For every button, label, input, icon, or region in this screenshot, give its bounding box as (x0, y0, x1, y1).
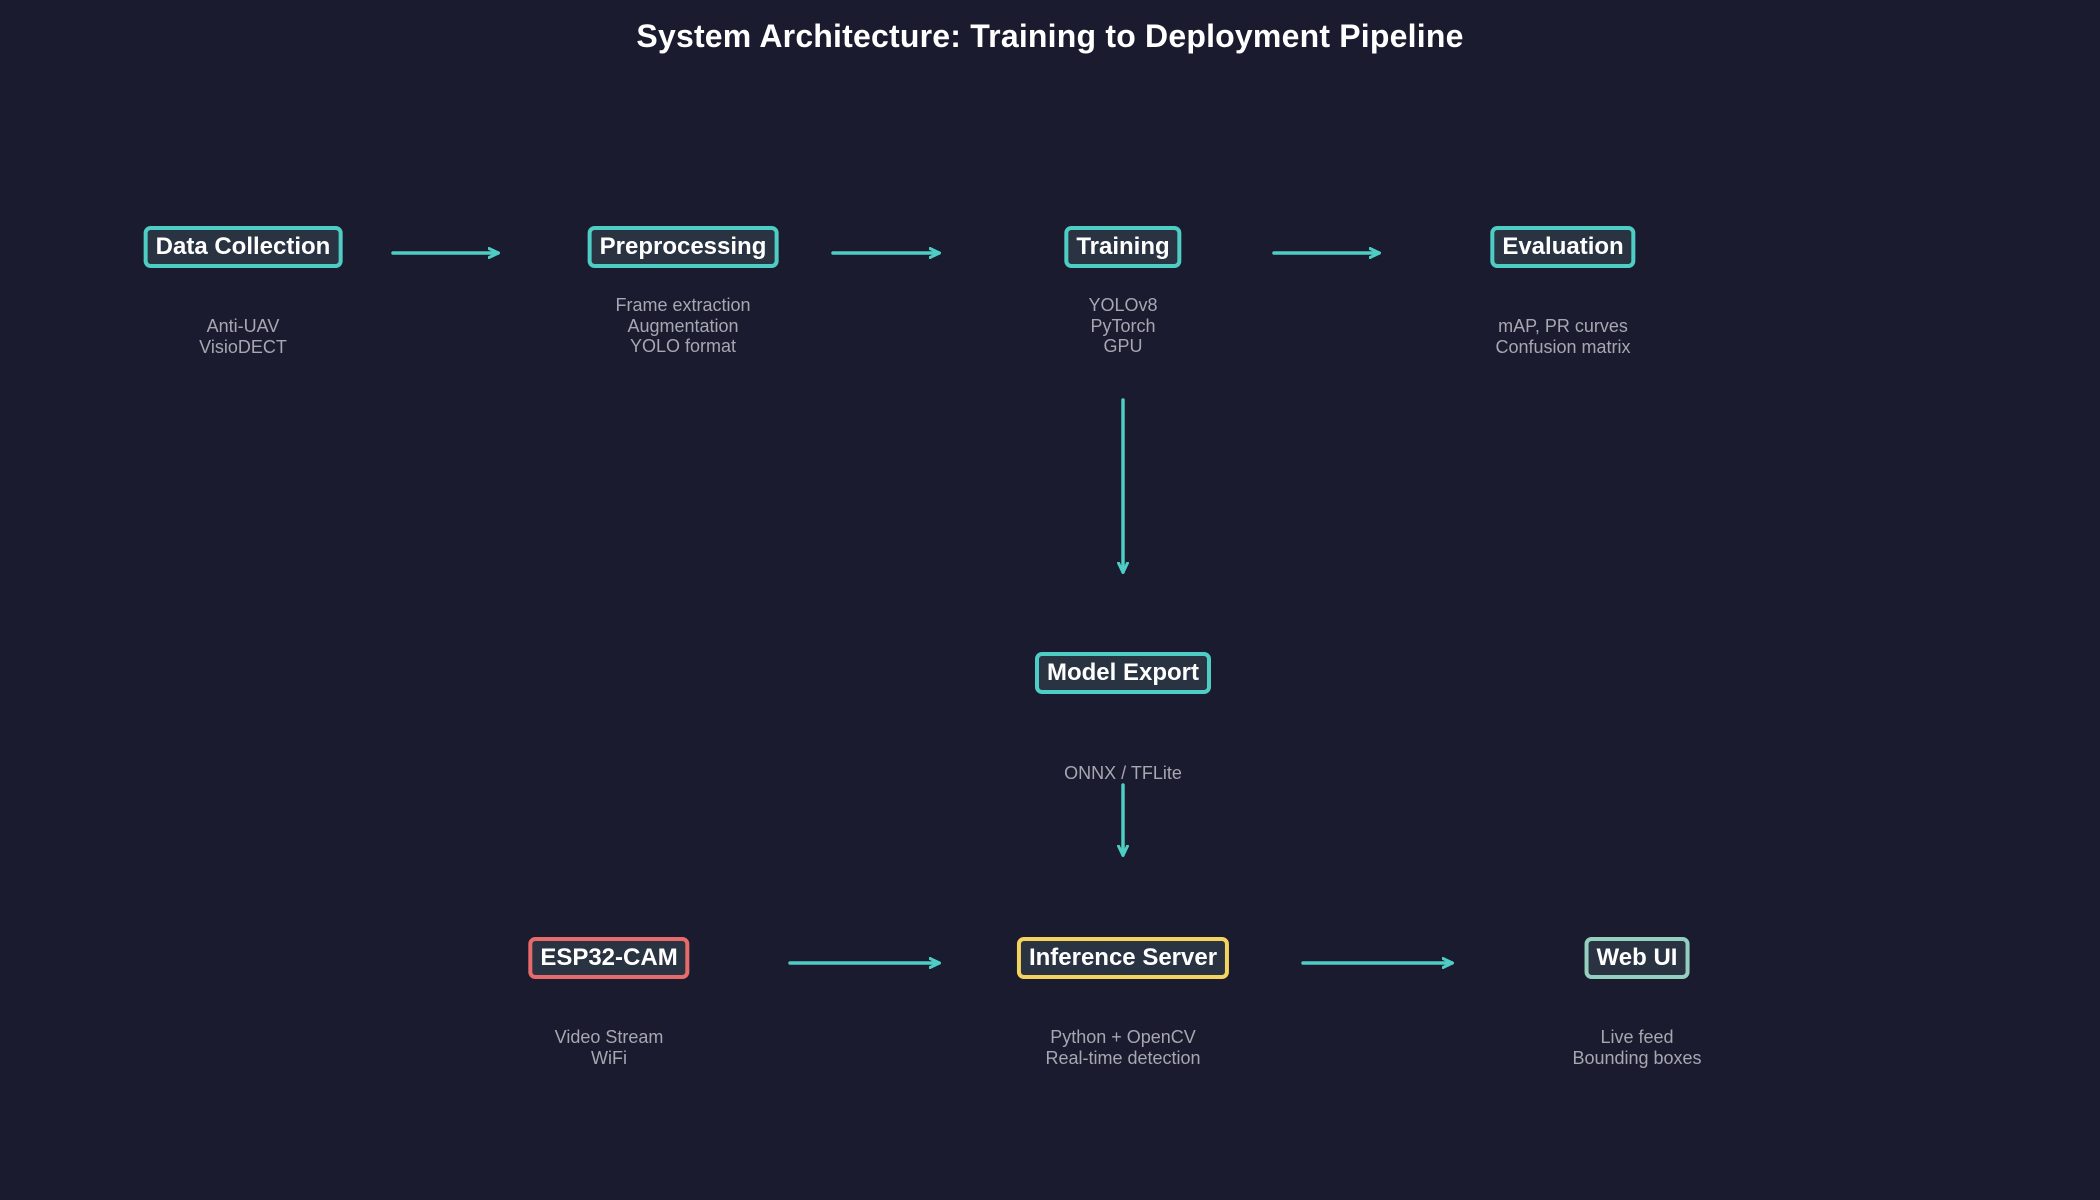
node-label: Preprocessing (599, 233, 767, 260)
node-data-collection-description: Anti-UAV VisioDECT (199, 316, 287, 357)
node-preprocessing: Preprocessing (587, 226, 779, 268)
node-model-export-description: ONNX / TFLite (1064, 763, 1182, 783)
diagram-title: System Architecture: Training to Deploym… (636, 18, 1464, 54)
node-inference-server-description: Python + OpenCV Real-time detection (1045, 1027, 1201, 1068)
node-web-ui-description: Live feed Bounding boxes (1572, 1027, 1702, 1068)
node-label: Web UI (1596, 944, 1678, 971)
node-label: Model Export (1046, 659, 1200, 686)
node-esp32-cam-description: Video Stream WiFi (554, 1027, 664, 1068)
node-preprocessing-description: Frame extraction Augmentation YOLO forma… (615, 295, 751, 356)
node-label: Inference Server (1028, 944, 1218, 971)
node-label: ESP32-CAM (540, 944, 678, 971)
node-training: Training (1064, 226, 1182, 268)
node-web-ui: Web UI (1584, 937, 1690, 979)
node-esp32-cam: ESP32-CAM (528, 937, 690, 979)
node-model-export: Model Export (1034, 652, 1212, 694)
node-label: Training (1076, 233, 1170, 260)
node-label: Data Collection (155, 233, 331, 260)
node-data-collection: Data Collection (143, 226, 343, 268)
node-evaluation-description: mAP, PR curves Confusion matrix (1495, 316, 1631, 357)
node-label: Evaluation (1502, 233, 1624, 260)
node-training-description: YOLOv8 PyTorch GPU (1088, 295, 1158, 356)
node-inference-server: Inference Server (1016, 937, 1230, 979)
node-evaluation: Evaluation (1490, 226, 1636, 268)
